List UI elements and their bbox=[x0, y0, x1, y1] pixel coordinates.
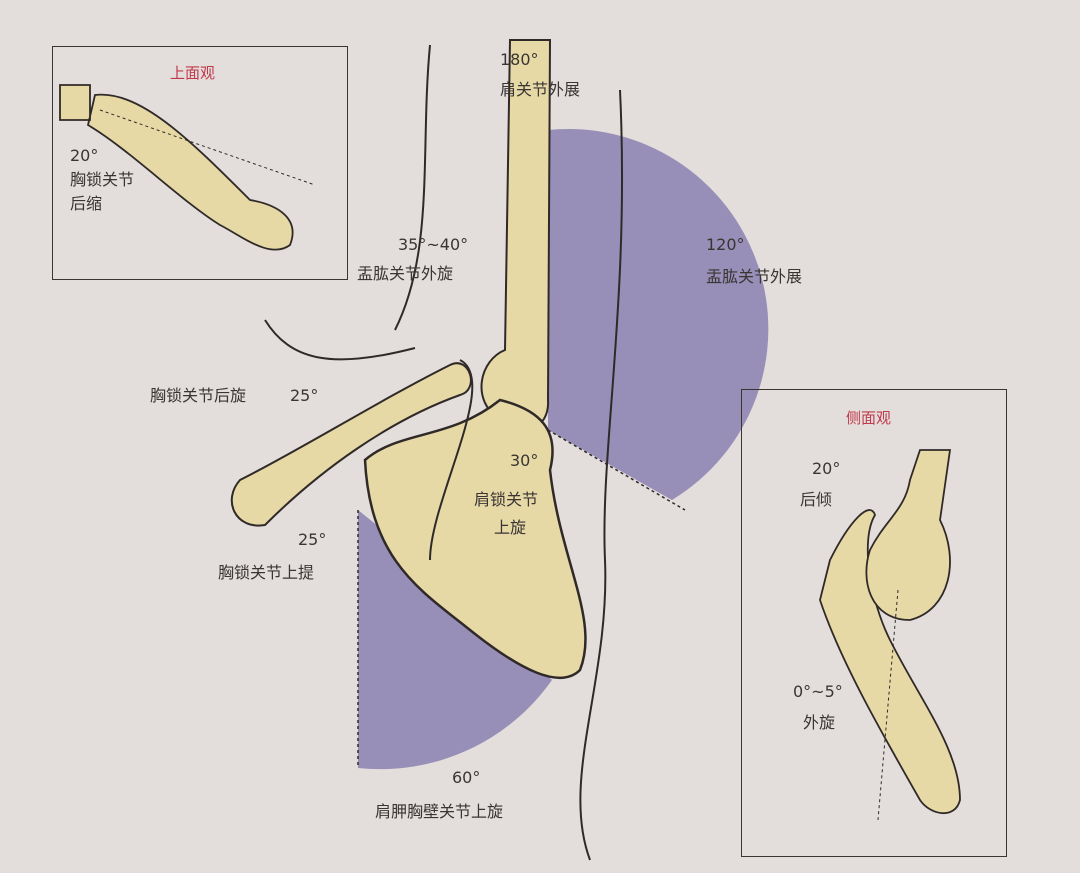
glenohumeral-abduction-arc bbox=[548, 128, 769, 500]
shoulder-abduction-angle: 180° bbox=[500, 50, 539, 69]
sc-posterior-rotation-label: 胸锁关节后旋 bbox=[150, 386, 247, 405]
sc-elevation-label: 胸锁关节上提 bbox=[218, 563, 315, 582]
side-view-inset bbox=[741, 389, 1007, 857]
sc-posterior-rotation-angle: 25° bbox=[290, 386, 319, 405]
side-view-rotation-label: 外旋 bbox=[803, 713, 836, 732]
scapula bbox=[363, 398, 587, 680]
side-view-tilt-label: 后倾 bbox=[800, 490, 833, 509]
top-view-label-1: 胸锁关节 bbox=[70, 170, 135, 189]
top-view-angle: 20° bbox=[70, 146, 99, 165]
side-view-scapula bbox=[819, 509, 961, 815]
trunk-outline bbox=[394, 44, 624, 861]
sc-elevation-angle: 25° bbox=[298, 530, 327, 549]
clavicle bbox=[230, 362, 472, 527]
side-view-humerus bbox=[865, 449, 952, 621]
top-view-label-2: 后缩 bbox=[70, 194, 103, 213]
side-view-rotation-angle: 0°~5° bbox=[793, 682, 843, 701]
side-view-title: 侧面观 bbox=[846, 409, 892, 427]
gh-abduction-label: 盂肱关节外展 bbox=[706, 267, 803, 286]
gh-abduction-angle: 120° bbox=[706, 235, 745, 254]
top-view-title: 上面观 bbox=[170, 64, 216, 82]
top-view-inset bbox=[52, 46, 348, 280]
gh-external-rotation-label: 盂肱关节外旋 bbox=[357, 264, 454, 283]
top-view-clavicle bbox=[59, 84, 294, 251]
ac-upward-rotation-label-2: 上旋 bbox=[494, 518, 527, 537]
gh-external-rotation-angle: 35°~40° bbox=[398, 235, 469, 254]
st-upward-rotation-label: 肩胛胸壁关节上旋 bbox=[375, 802, 504, 821]
side-view-tilt-angle: 20° bbox=[812, 459, 841, 478]
shoulder-abduction-label: 肩关节外展 bbox=[500, 80, 581, 99]
st-upward-rotation-angle: 60° bbox=[452, 768, 481, 787]
ac-upward-rotation-label-1: 肩锁关节 bbox=[474, 490, 539, 509]
ac-upward-rotation-angle: 30° bbox=[510, 451, 539, 470]
